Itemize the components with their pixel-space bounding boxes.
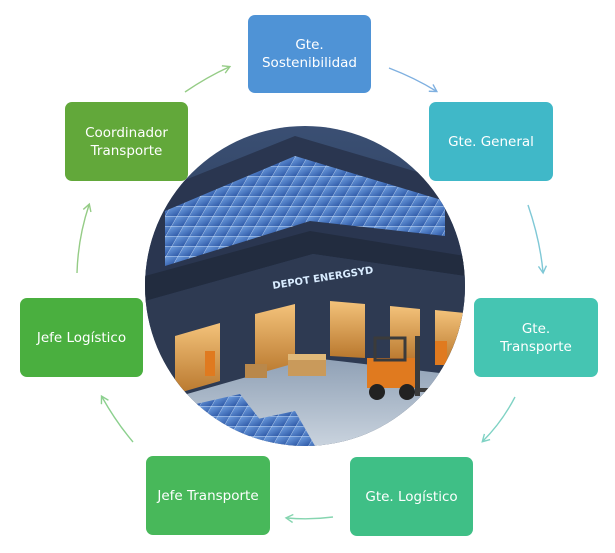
node-gte-sostenibilidad: Gte. Sostenibilidad [248,15,371,93]
arrow-5 [100,394,134,443]
node-label-line: Jefe Transporte [157,487,259,504]
arrow-7 [184,65,232,93]
node-gte-transporte: Gte. Transporte [474,298,598,377]
arrow-3 [481,396,516,443]
node-label-line: Transporte [90,142,163,159]
arrow-6 [76,202,92,274]
node-jefe-transporte: Jefe Transporte [146,456,270,535]
node-jefe-logistico: Jefe Logístico [20,298,143,377]
arrow-2 [527,204,548,275]
node-label-line: Jefe Logístico [36,329,127,346]
node-label-line: Gte. [295,37,324,53]
node-label-line: Coordinador [85,124,168,141]
node-label-line: Gte. General [448,133,534,150]
arrow-4 [284,513,334,524]
node-label-line: Transporte [500,338,572,355]
node-label-line: Sostenibilidad [261,55,357,71]
arrow-1 [388,67,439,93]
node-gte-logistico: Gte. Logístico [350,457,473,536]
node-coordinador-transporte: Coordinador Transporte [65,102,188,181]
warehouse-solar-image: DEPOT ENERGSYD [145,126,465,446]
node-label-line: Gte. Logístico [365,488,458,505]
node-gte-general: Gte. General [429,102,553,181]
node-label-line: Gte. [521,320,551,337]
